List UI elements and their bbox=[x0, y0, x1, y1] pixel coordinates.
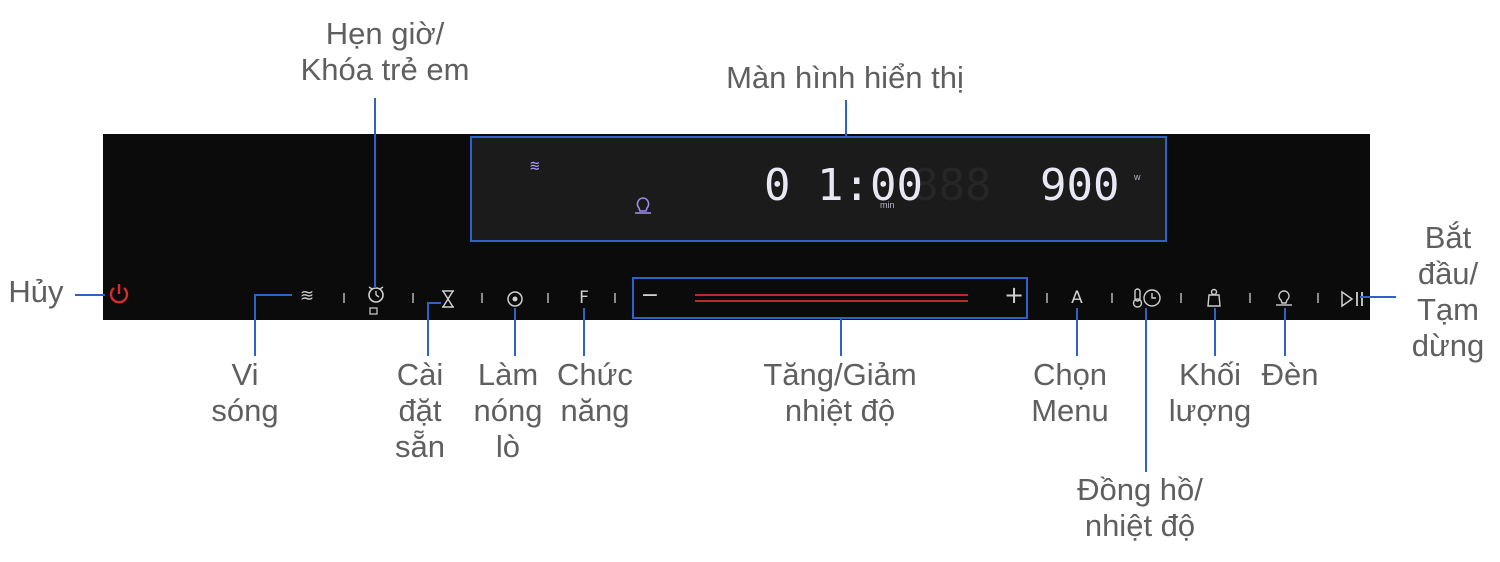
play-pause-icon[interactable] bbox=[1340, 290, 1366, 308]
label-temp-adjust: Tăng/Giảm nhiệt độ bbox=[763, 357, 917, 428]
callout-line-timer bbox=[374, 98, 376, 288]
menu-button[interactable]: A bbox=[1071, 288, 1083, 308]
separator bbox=[1317, 293, 1319, 303]
callout-line-preset-h bbox=[427, 302, 441, 304]
label-clock-temp: Đồng hồ/ nhiệt độ bbox=[1077, 472, 1203, 543]
separator bbox=[614, 293, 616, 303]
label-display: Màn hình hiển thị bbox=[726, 60, 964, 95]
function-button[interactable]: F bbox=[579, 288, 589, 308]
display-power-unit: w bbox=[1134, 172, 1141, 182]
label-microwave: Vi sóng bbox=[211, 357, 279, 428]
display-screen: ≋ 888 0 1:00 min 900 w bbox=[470, 136, 1167, 242]
label-start-pause: Bắt đầu/ Tạm dừng bbox=[1411, 220, 1485, 363]
separator bbox=[1180, 293, 1182, 303]
alarm-clock-lock-icon[interactable] bbox=[364, 284, 388, 318]
separator bbox=[547, 293, 549, 303]
display-power: 900 bbox=[1040, 160, 1120, 211]
callout-line-microwave bbox=[254, 294, 256, 356]
label-function: Chức năng bbox=[557, 357, 633, 428]
callout-line-microwave-h bbox=[254, 294, 292, 296]
microwave-waves-icon: ≋ bbox=[530, 156, 540, 175]
label-weight: Khối lượng bbox=[1168, 357, 1252, 428]
display-time: 0 1:00 bbox=[764, 160, 923, 211]
callout-line-display bbox=[845, 100, 847, 136]
light-bulb-icon[interactable] bbox=[1273, 287, 1295, 309]
hourglass-icon[interactable] bbox=[440, 290, 456, 308]
power-icon[interactable] bbox=[105, 280, 133, 308]
separator bbox=[1046, 293, 1048, 303]
microwave-button-icon[interactable]: ≋ bbox=[299, 286, 315, 306]
label-light: Đèn bbox=[1261, 357, 1319, 392]
ghost-digits: 888 bbox=[912, 160, 992, 211]
callout-line-menu bbox=[1076, 308, 1078, 356]
callout-line-start bbox=[1360, 296, 1396, 298]
plus-button[interactable]: + bbox=[1003, 281, 1025, 309]
separator bbox=[481, 293, 483, 303]
light-bulb-indicator-icon bbox=[635, 197, 651, 214]
callout-line-function bbox=[583, 308, 585, 356]
separator bbox=[343, 293, 345, 303]
callout-line-preheat bbox=[514, 308, 516, 356]
callout-line-light bbox=[1284, 308, 1286, 356]
display-time-unit: min bbox=[880, 200, 895, 210]
callout-line-clock bbox=[1145, 308, 1147, 472]
label-cancel: Hủy bbox=[8, 274, 64, 309]
callout-line-preset bbox=[427, 302, 429, 356]
callout-line-weight bbox=[1214, 308, 1216, 356]
callout-line-temp bbox=[840, 319, 842, 356]
separator bbox=[412, 293, 414, 303]
separator bbox=[1249, 293, 1251, 303]
weight-icon[interactable] bbox=[1206, 288, 1222, 308]
label-preset: Cài đặt sẵn bbox=[395, 357, 445, 464]
clock-thermometer-icon[interactable] bbox=[1130, 287, 1164, 309]
label-timer-child-lock: Hẹn giờ/ Khóa trẻ em bbox=[300, 16, 470, 87]
label-preheat: Làm nóng lò bbox=[473, 357, 543, 464]
label-menu: Chọn Menu bbox=[1031, 357, 1109, 428]
fan-icon[interactable] bbox=[506, 290, 524, 308]
minus-button[interactable]: − bbox=[640, 283, 660, 308]
slider-bar[interactable] bbox=[695, 294, 968, 302]
callout-line-cancel bbox=[75, 294, 105, 296]
separator bbox=[1111, 293, 1113, 303]
temperature-slider[interactable] bbox=[632, 277, 1028, 319]
